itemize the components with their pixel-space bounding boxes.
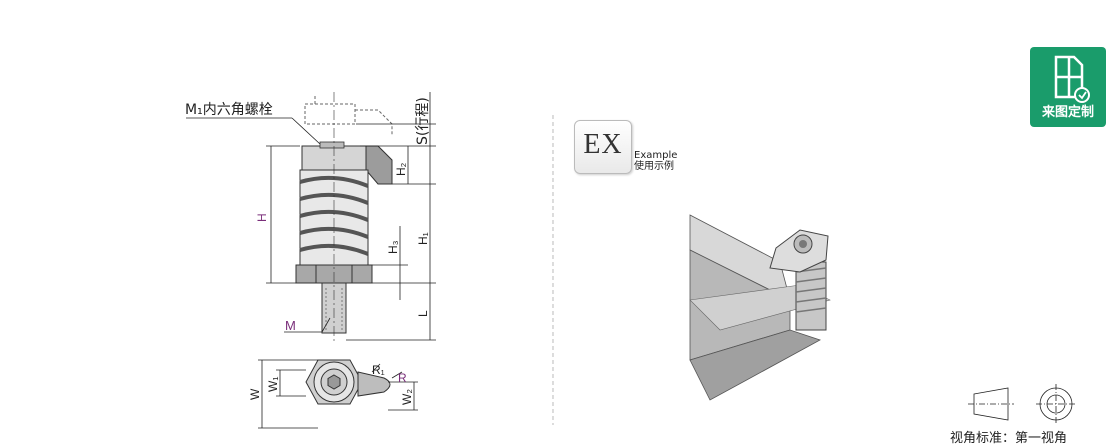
top-view (305, 359, 391, 405)
dimension-labels-side: M₁内六角螺栓 S(行程) H H₂ H₁ H₃ L M (185, 97, 431, 333)
stroke-label: S(行程) (415, 97, 431, 145)
dim-M-label: M (285, 318, 296, 333)
example-caption-cn: 使用示例 (634, 161, 674, 172)
projection-standard-label: 视角标准：第一视角 (950, 431, 1068, 446)
custom-drawing-button[interactable]: 来图定制 (1030, 47, 1106, 127)
example-caption-en: Example (634, 150, 678, 161)
dim-H3-label: H₃ (386, 240, 400, 254)
dimensions-side (186, 92, 436, 341)
dim-R-label: R (398, 371, 407, 385)
side-view (295, 92, 393, 342)
example-caption: Example 使用示例 (634, 150, 677, 172)
dim-H2-label: H₂ (394, 162, 408, 176)
drawing-customize-icon (1054, 55, 1090, 103)
example-illustration (689, 214, 831, 401)
dimension-labels-top: W W₁ W₂ R₁ R (248, 363, 414, 405)
example-badge-text: EX (583, 129, 623, 160)
dim-L-label: L (416, 310, 430, 317)
dim-H-label: H (255, 213, 269, 222)
dim-W1-label: W₁ (266, 377, 280, 392)
bolt-callout-label: M₁内六角螺栓 (185, 102, 273, 118)
phantom-cap (304, 96, 393, 135)
example-badge: EX (574, 120, 632, 174)
example-clamp (769, 229, 829, 331)
projection-symbol (968, 384, 1076, 424)
dim-W2-label: W₂ (400, 389, 414, 405)
custom-drawing-label: 来图定制 (1041, 105, 1094, 120)
dim-W-label: W (248, 388, 262, 400)
dimensions-top (258, 359, 418, 429)
dim-H1-label: H₁ (416, 232, 430, 245)
dim-R1-label: R₁ (372, 363, 385, 377)
